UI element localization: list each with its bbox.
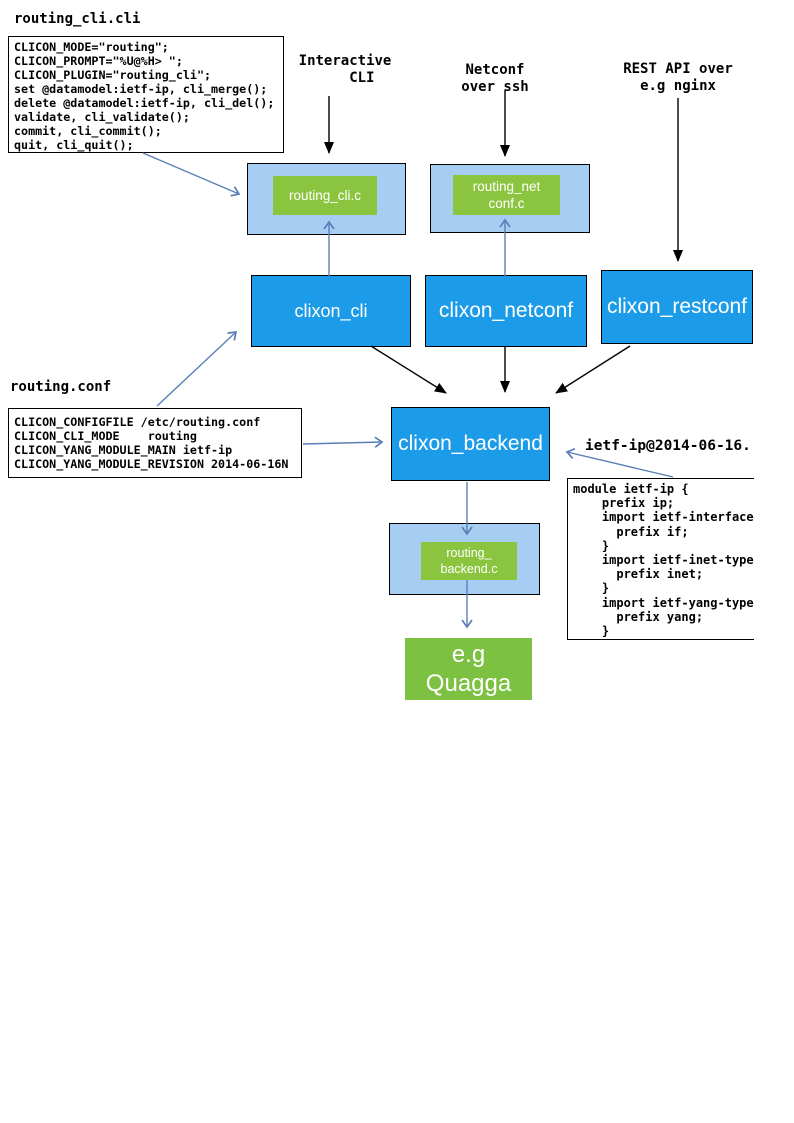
arrow-yangfile-to-backend [565, 447, 674, 478]
arrow-conffile-to-clixoncli [156, 331, 238, 407]
routing-netconf-c-node: routing_net conf.c [453, 175, 560, 215]
cli-file-title: routing_cli.cli [14, 11, 141, 27]
rest-api-label: REST API over e.g nginx [623, 61, 733, 94]
arrow-restconf-to-backend [555, 345, 631, 394]
conf-file-title: routing.conf [10, 379, 112, 395]
arrow-cli-to-backend [370, 345, 447, 394]
arrow-conffile-to-backend [302, 436, 384, 448]
interactive-cli-label: Interactive CLI [298, 53, 392, 86]
netconf-over-ssh-label: Netconf over ssh [461, 62, 529, 95]
routing-cli-c-node: routing_cli.c [273, 176, 377, 215]
cli-file-code-box: CLICON_MODE="routing"; CLICON_PROMPT="%U… [8, 36, 284, 153]
clixon-restconf-node: clixon_restconf [601, 270, 753, 344]
quagga-node: e.g Quagga [405, 638, 532, 700]
clixon-cli-node: clixon_cli [251, 275, 411, 347]
clixon-backend-node: clixon_backend [391, 407, 550, 481]
clixon-netconf-node: clixon_netconf [425, 275, 587, 347]
routing-backend-c-node: routing_ backend.c [421, 542, 517, 580]
yang-module-code-box: module ietf-ip { prefix ip; import ietf-… [567, 478, 754, 640]
arrow-clifile-to-cli-plugin [142, 152, 241, 197]
conf-file-code-box: CLICON_CONFIGFILE /etc/routing.conf CLIC… [8, 408, 302, 478]
yang-file-title: ietf-ip@2014-06-16. [585, 438, 751, 454]
